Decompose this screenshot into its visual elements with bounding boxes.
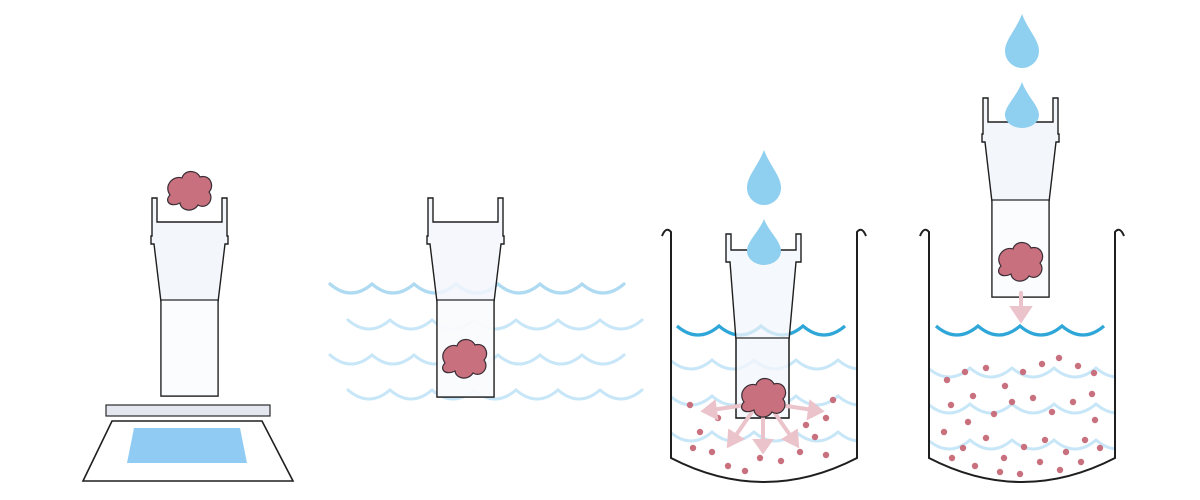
particle-dot — [777, 457, 785, 465]
particle-dot — [1077, 458, 1085, 466]
released-particles — [940, 354, 1104, 478]
particle-dot — [686, 401, 694, 409]
particle-dot — [1062, 448, 1070, 456]
released-particles — [686, 396, 837, 475]
particle-dot — [990, 410, 998, 418]
panel-4-drain-and-reweigh — [919, 14, 1125, 483]
particle-dot — [1081, 436, 1089, 444]
particle-dot — [943, 376, 951, 384]
sample-blob-icon — [998, 241, 1044, 282]
particle-dot — [1020, 443, 1028, 451]
water-drop-icon — [1005, 14, 1039, 68]
panel-1-weigh-sample — [81, 170, 295, 482]
particle-dot — [1000, 454, 1008, 462]
particle-dot — [1055, 354, 1063, 362]
beaker — [661, 228, 867, 483]
particle-dot — [1096, 444, 1104, 452]
particle-dot — [1056, 466, 1064, 474]
particle-dot — [1038, 360, 1046, 368]
particle-dot — [829, 396, 837, 404]
water-waves — [929, 366, 1115, 451]
particle-dot — [724, 462, 732, 470]
particle-dot — [948, 454, 956, 462]
sample-blob-icon — [167, 170, 213, 211]
particle-dot — [971, 462, 979, 470]
drain-arrow — [1009, 291, 1033, 324]
particle-dot — [964, 418, 972, 426]
particle-dot — [756, 454, 764, 462]
particle-dot — [1088, 390, 1096, 398]
diffusion-arrows — [700, 399, 825, 455]
particle-dot — [811, 433, 819, 441]
scale-pan — [105, 404, 271, 417]
particle-dot — [982, 434, 990, 442]
particle-dot — [1036, 458, 1044, 466]
particle-dot — [802, 421, 810, 429]
particle-dot — [969, 392, 977, 400]
particle-dot — [696, 428, 704, 436]
particle-dot — [822, 414, 830, 422]
scale-display-pad — [127, 428, 247, 463]
water-drop-icon — [747, 219, 781, 265]
particle-dot — [1016, 470, 1024, 478]
particle-dot — [1041, 436, 1049, 444]
particle-dot — [1008, 398, 1016, 406]
particle-dot — [689, 444, 697, 452]
particle-dot — [959, 444, 967, 452]
particle-dot — [961, 368, 969, 376]
particle-dot — [1069, 398, 1077, 406]
particle-dot — [1029, 394, 1037, 402]
particle-dot — [1048, 408, 1056, 416]
tube-filter-chamber — [160, 299, 219, 397]
particle-dot — [1074, 362, 1082, 370]
particle-dot — [982, 364, 990, 372]
sample-blob-icon — [741, 377, 787, 418]
particle-dot — [940, 428, 948, 436]
filter-tube — [150, 197, 229, 397]
water-drop-icon — [747, 150, 781, 205]
particle-dot — [708, 448, 716, 456]
water-surface — [934, 323, 1106, 337]
panel-2-hydrate-sample — [328, 197, 644, 401]
particle-dot — [796, 448, 804, 456]
weighing-scale-icon — [81, 404, 295, 482]
particle-dot — [1019, 368, 1027, 376]
panel-3-soak-in-beaker — [661, 150, 867, 483]
particle-dot — [1001, 382, 1009, 390]
sample-blob-icon — [442, 338, 488, 379]
wave-row-4 — [346, 388, 644, 401]
beaker — [919, 228, 1125, 483]
wave-row-2 — [346, 318, 644, 331]
particle-dot — [822, 451, 830, 459]
particle-dot — [947, 401, 955, 409]
particle-dot — [1090, 369, 1098, 377]
particle-dot — [1091, 416, 1099, 424]
particle-dot — [996, 468, 1004, 476]
particle-dot — [741, 467, 749, 475]
water-drop-icon — [1005, 82, 1039, 128]
